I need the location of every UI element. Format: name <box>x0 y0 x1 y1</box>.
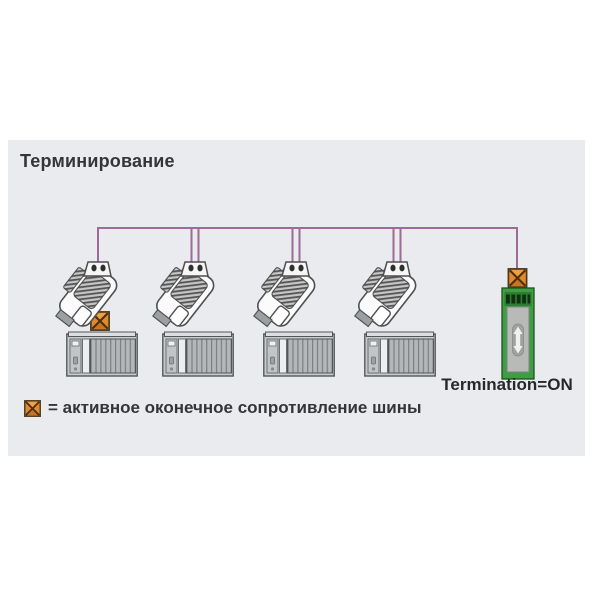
legend: = активное оконечное сопротивление шины <box>24 398 422 418</box>
bus-terminator <box>501 268 535 380</box>
termination-resistor-icon <box>24 400 41 417</box>
station-2-drop-lines <box>190 228 200 267</box>
plc-module-icon <box>263 331 335 377</box>
plc-module-icon <box>162 331 234 377</box>
station-2 <box>144 260 234 377</box>
bus-connector-icon <box>346 260 421 336</box>
bus-topology-diagram <box>47 227 535 380</box>
termination-diagram-panel: Терминирование <box>8 140 585 456</box>
bus-connector-icon <box>245 260 320 336</box>
plc-module-icon <box>364 331 436 377</box>
bus-line <box>97 227 518 270</box>
station-3-drop-lines <box>291 228 301 267</box>
station-4 <box>346 260 436 377</box>
page-title: Терминирование <box>20 151 175 171</box>
bus-connector-icon <box>144 260 219 336</box>
bus-trunk-line <box>97 227 518 270</box>
plc-module-icon <box>66 331 138 377</box>
station-4-drop-lines <box>392 228 402 267</box>
station-1 <box>47 260 138 377</box>
station-3 <box>245 260 335 377</box>
terminator-device-icon <box>501 287 535 380</box>
legend-text: = активное оконечное сопротивление шины <box>48 398 422 417</box>
termination-resistor-icon <box>507 268 528 288</box>
terminal-block-slots <box>506 294 531 304</box>
termination-switch-icon <box>512 323 524 357</box>
terminator-state-label: Termination=ON <box>441 375 573 394</box>
